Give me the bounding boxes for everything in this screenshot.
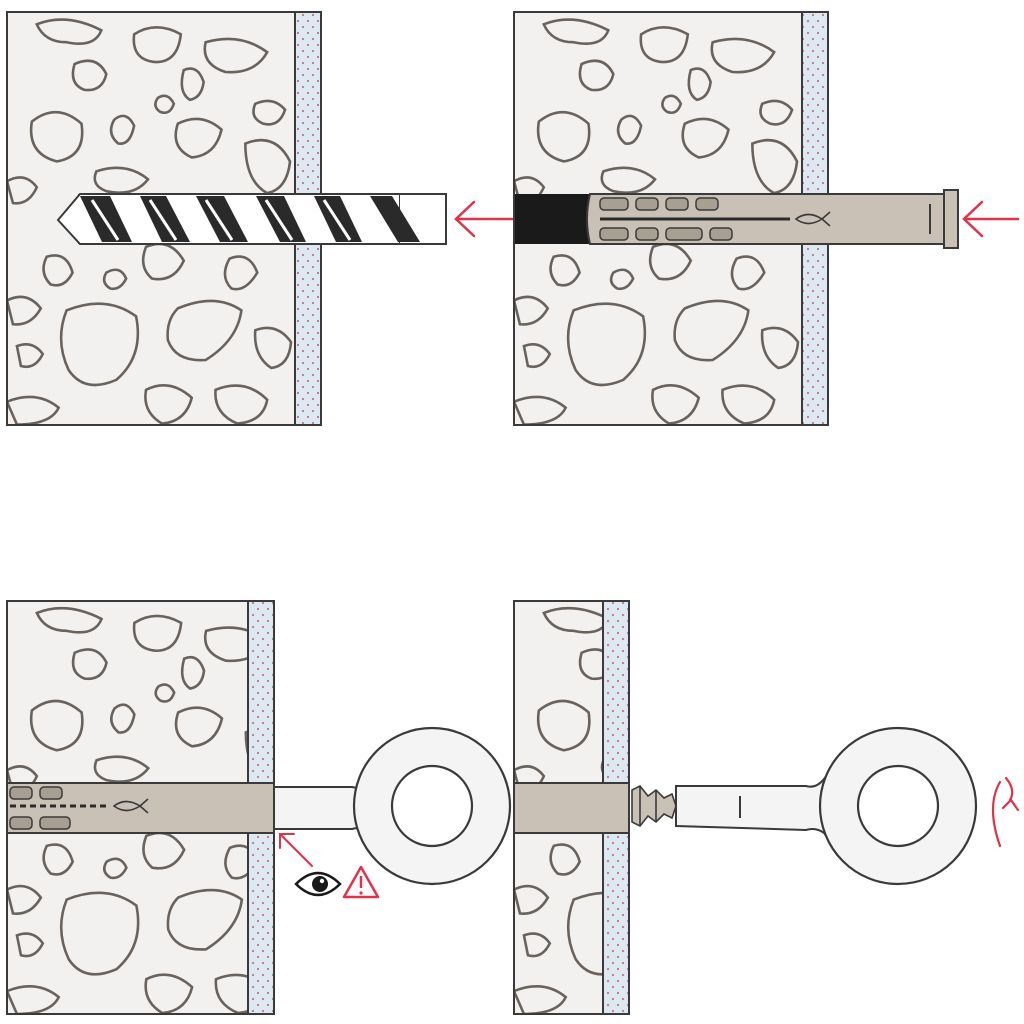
arrow-left-icon: [962, 200, 1020, 238]
drill-bit: [56, 193, 447, 245]
wall-plug: [6, 782, 275, 834]
eye-hook-screw: [273, 726, 512, 886]
eye-hook-screw: [675, 726, 978, 886]
wall-plug: [586, 189, 959, 249]
rotate-clockwise-icon: [991, 776, 1020, 848]
wall-plug: [513, 782, 630, 834]
step-4-screw-in: [513, 600, 1020, 1015]
step-1-drill-hole: [6, 11, 514, 426]
eye-icon: [294, 871, 342, 897]
check-arrow: [279, 833, 313, 867]
step-2-insert-plug: [513, 11, 1020, 426]
fish-logo-icon: [794, 211, 831, 227]
warning-triangle-icon: [342, 865, 380, 899]
step-3-insert-hook: [6, 600, 512, 1015]
screw-thread: [631, 784, 677, 828]
fish-logo-icon: [112, 798, 149, 814]
arrow-left-icon: [454, 200, 514, 238]
